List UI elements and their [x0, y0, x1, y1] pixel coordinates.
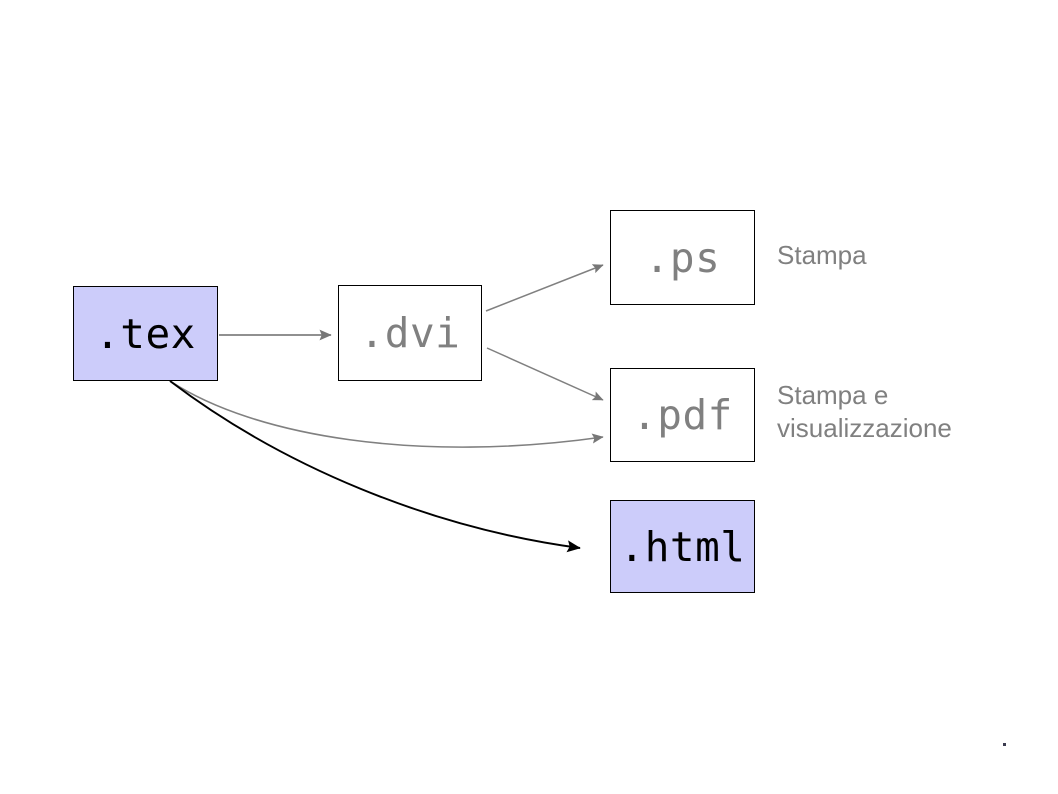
node-dvi-label: .dvi	[359, 309, 461, 357]
annotation-ps-note: Stampa	[777, 240, 867, 270]
node-html[interactable]: .html	[610, 500, 755, 593]
node-pdf[interactable]: .pdf	[610, 368, 755, 462]
edge-tex-to-html	[169, 380, 581, 553]
node-ps[interactable]: .ps	[610, 210, 755, 305]
node-html-label: .html	[619, 522, 746, 571]
node-tex-label: .tex	[95, 309, 196, 358]
annotation-pdf-note: Stampa e visualizzazione	[777, 380, 952, 443]
node-dvi[interactable]: .dvi	[338, 285, 482, 381]
node-ps-label: .ps	[644, 233, 721, 282]
corner-dot-mark	[1003, 743, 1006, 746]
edge-tex-to-pdf	[169, 380, 604, 448]
node-pdf-label: .pdf	[632, 391, 733, 439]
edge-dvi-to-ps	[485, 264, 604, 312]
edge-dvi-to-pdf	[486, 347, 604, 401]
node-tex[interactable]: .tex	[73, 286, 218, 381]
